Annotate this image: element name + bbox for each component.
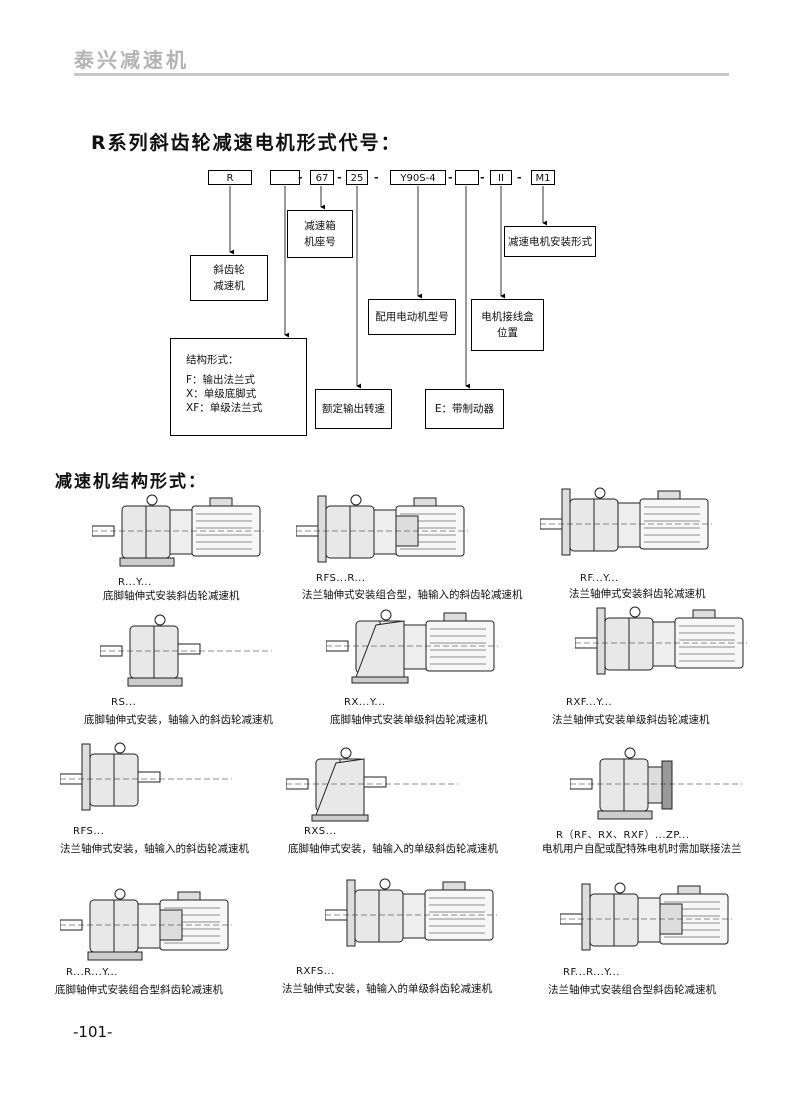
diagram-code: R（RF、RX、RXF）...ZP... xyxy=(556,830,690,841)
header-rule xyxy=(74,73,729,76)
structure-item: F：输出法兰式 xyxy=(186,374,256,386)
diagram-description: 底脚轴伸式安装组合型斜齿轮减速机 xyxy=(55,984,223,996)
reducer-drawing xyxy=(570,747,742,820)
reducer-drawing xyxy=(326,609,498,684)
diagram-description: 底脚轴伸式安装，轴输入的单级斜齿轮减速机 xyxy=(288,843,498,855)
diagram-code: RXFS... xyxy=(296,966,335,977)
label-line: 减速箱 xyxy=(304,220,336,232)
brand-header: 泰兴减速机 xyxy=(74,48,189,72)
diagram-description: 法兰轴伸式安装单级斜齿轮减速机 xyxy=(552,714,710,726)
diagram-code: RFS... xyxy=(73,826,105,837)
diagram-description: 法兰轴伸式安装斜齿轮减速机 xyxy=(569,588,706,600)
label-line: 减速电机安装形式 xyxy=(508,235,592,248)
diagram-code: R...R...Y... xyxy=(66,967,118,978)
diagram-code: RX...Y... xyxy=(344,697,386,708)
code-box-size: 67 xyxy=(310,170,334,185)
reducer-drawing xyxy=(60,888,232,961)
page-number: -101- xyxy=(73,1023,113,1041)
label-line: 配用电动机型号 xyxy=(375,311,449,323)
reducer-drawing xyxy=(575,606,747,675)
reducer-drawing xyxy=(286,747,458,822)
diagram-code: RXS... xyxy=(304,826,337,837)
diagram-description: 电机用户自配或配特殊电机时需加联接法兰 xyxy=(542,843,742,855)
label-line: 减速机 xyxy=(213,280,245,292)
label-box-motor-install: 减速电机安装形式 xyxy=(504,226,596,257)
code-box-motor: Y90S-4 xyxy=(390,170,446,185)
diagram-description: 法兰轴伸式安装，轴输入的单级斜齿轮减速机 xyxy=(282,983,492,995)
reducer-drawing xyxy=(92,494,264,567)
code-dash: - xyxy=(374,171,379,184)
code-dash: - xyxy=(298,171,303,184)
diagram-description: 底脚轴伸式安装，轴输入的斜齿轮减速机 xyxy=(84,714,273,726)
label-line: E：带制动器 xyxy=(434,403,495,415)
code-dash: - xyxy=(517,171,522,184)
reducer-drawing xyxy=(100,614,272,687)
model-code-title: R系列斜齿轮减速电机形式代号： xyxy=(91,132,402,154)
reducer-drawing xyxy=(560,882,732,951)
label-box-brake: E：带制动器 xyxy=(425,389,504,429)
diagram-description: 底脚轴伸式安装斜齿轮减速机 xyxy=(103,590,240,602)
code-connector-lines xyxy=(229,186,547,389)
code-box-mounting: M1 xyxy=(531,170,555,185)
label-line: 斜齿轮 xyxy=(213,264,245,276)
label-box-structure: 结构形式： F：输出法兰式 X：单级底脚式 XF：单级法兰式 xyxy=(170,338,307,436)
code-box-series: R xyxy=(208,170,252,185)
diagram-description: 底脚轴伸式安装单级斜齿轮减速机 xyxy=(330,714,488,726)
diagram-code: R...Y... xyxy=(118,577,152,588)
code-dash: - xyxy=(337,171,342,184)
code-box-speed: 25 xyxy=(346,170,368,185)
label-line: 电机接线盒 xyxy=(481,311,534,323)
structure-item: XF：单级法兰式 xyxy=(186,402,263,414)
reducer-drawing xyxy=(60,742,232,811)
label-box-junction: 电机接线盒 位置 xyxy=(471,299,544,351)
label-line: 位置 xyxy=(497,327,518,339)
label-box-motor-model: 配用电动机型号 xyxy=(368,299,456,335)
reducer-drawing xyxy=(296,494,468,563)
label-box-helical: 斜齿轮 减速机 xyxy=(190,255,268,301)
code-box-structure xyxy=(270,170,300,185)
diagram-description: 法兰轴伸式安装，轴输入的斜齿轮减速机 xyxy=(60,843,249,855)
diagram-code: RFS...R... xyxy=(316,573,366,584)
diagram-description: 法兰轴伸式安装组合型斜齿轮减速机 xyxy=(548,984,716,996)
reducer-drawing xyxy=(325,878,497,947)
diagram-code: RS... xyxy=(111,697,137,708)
label-box-mount: 减速箱 机座号 xyxy=(287,210,353,258)
reducer-drawing xyxy=(540,487,712,556)
diagram-code: RXF...Y... xyxy=(566,697,613,708)
code-dash: - xyxy=(448,171,453,184)
code-box-brake xyxy=(455,170,479,185)
label-line: 额定输出转速 xyxy=(322,403,385,415)
structure-title: 结构形式： xyxy=(186,354,239,366)
code-dash: - xyxy=(480,171,485,184)
code-box-junction: II xyxy=(490,170,512,185)
label-line: 机座号 xyxy=(304,236,336,248)
diagram-code: RF...R...Y... xyxy=(563,967,620,978)
diagram-code: RF...Y... xyxy=(580,573,619,584)
structure-item: X：单级底脚式 xyxy=(186,388,257,400)
label-box-speed: 额定输出转速 xyxy=(315,389,392,429)
structure-section-title: 减速机结构形式： xyxy=(55,472,207,492)
diagram-description: 法兰轴伸式安装组合型，轴输入的斜齿轮减速机 xyxy=(302,589,523,601)
